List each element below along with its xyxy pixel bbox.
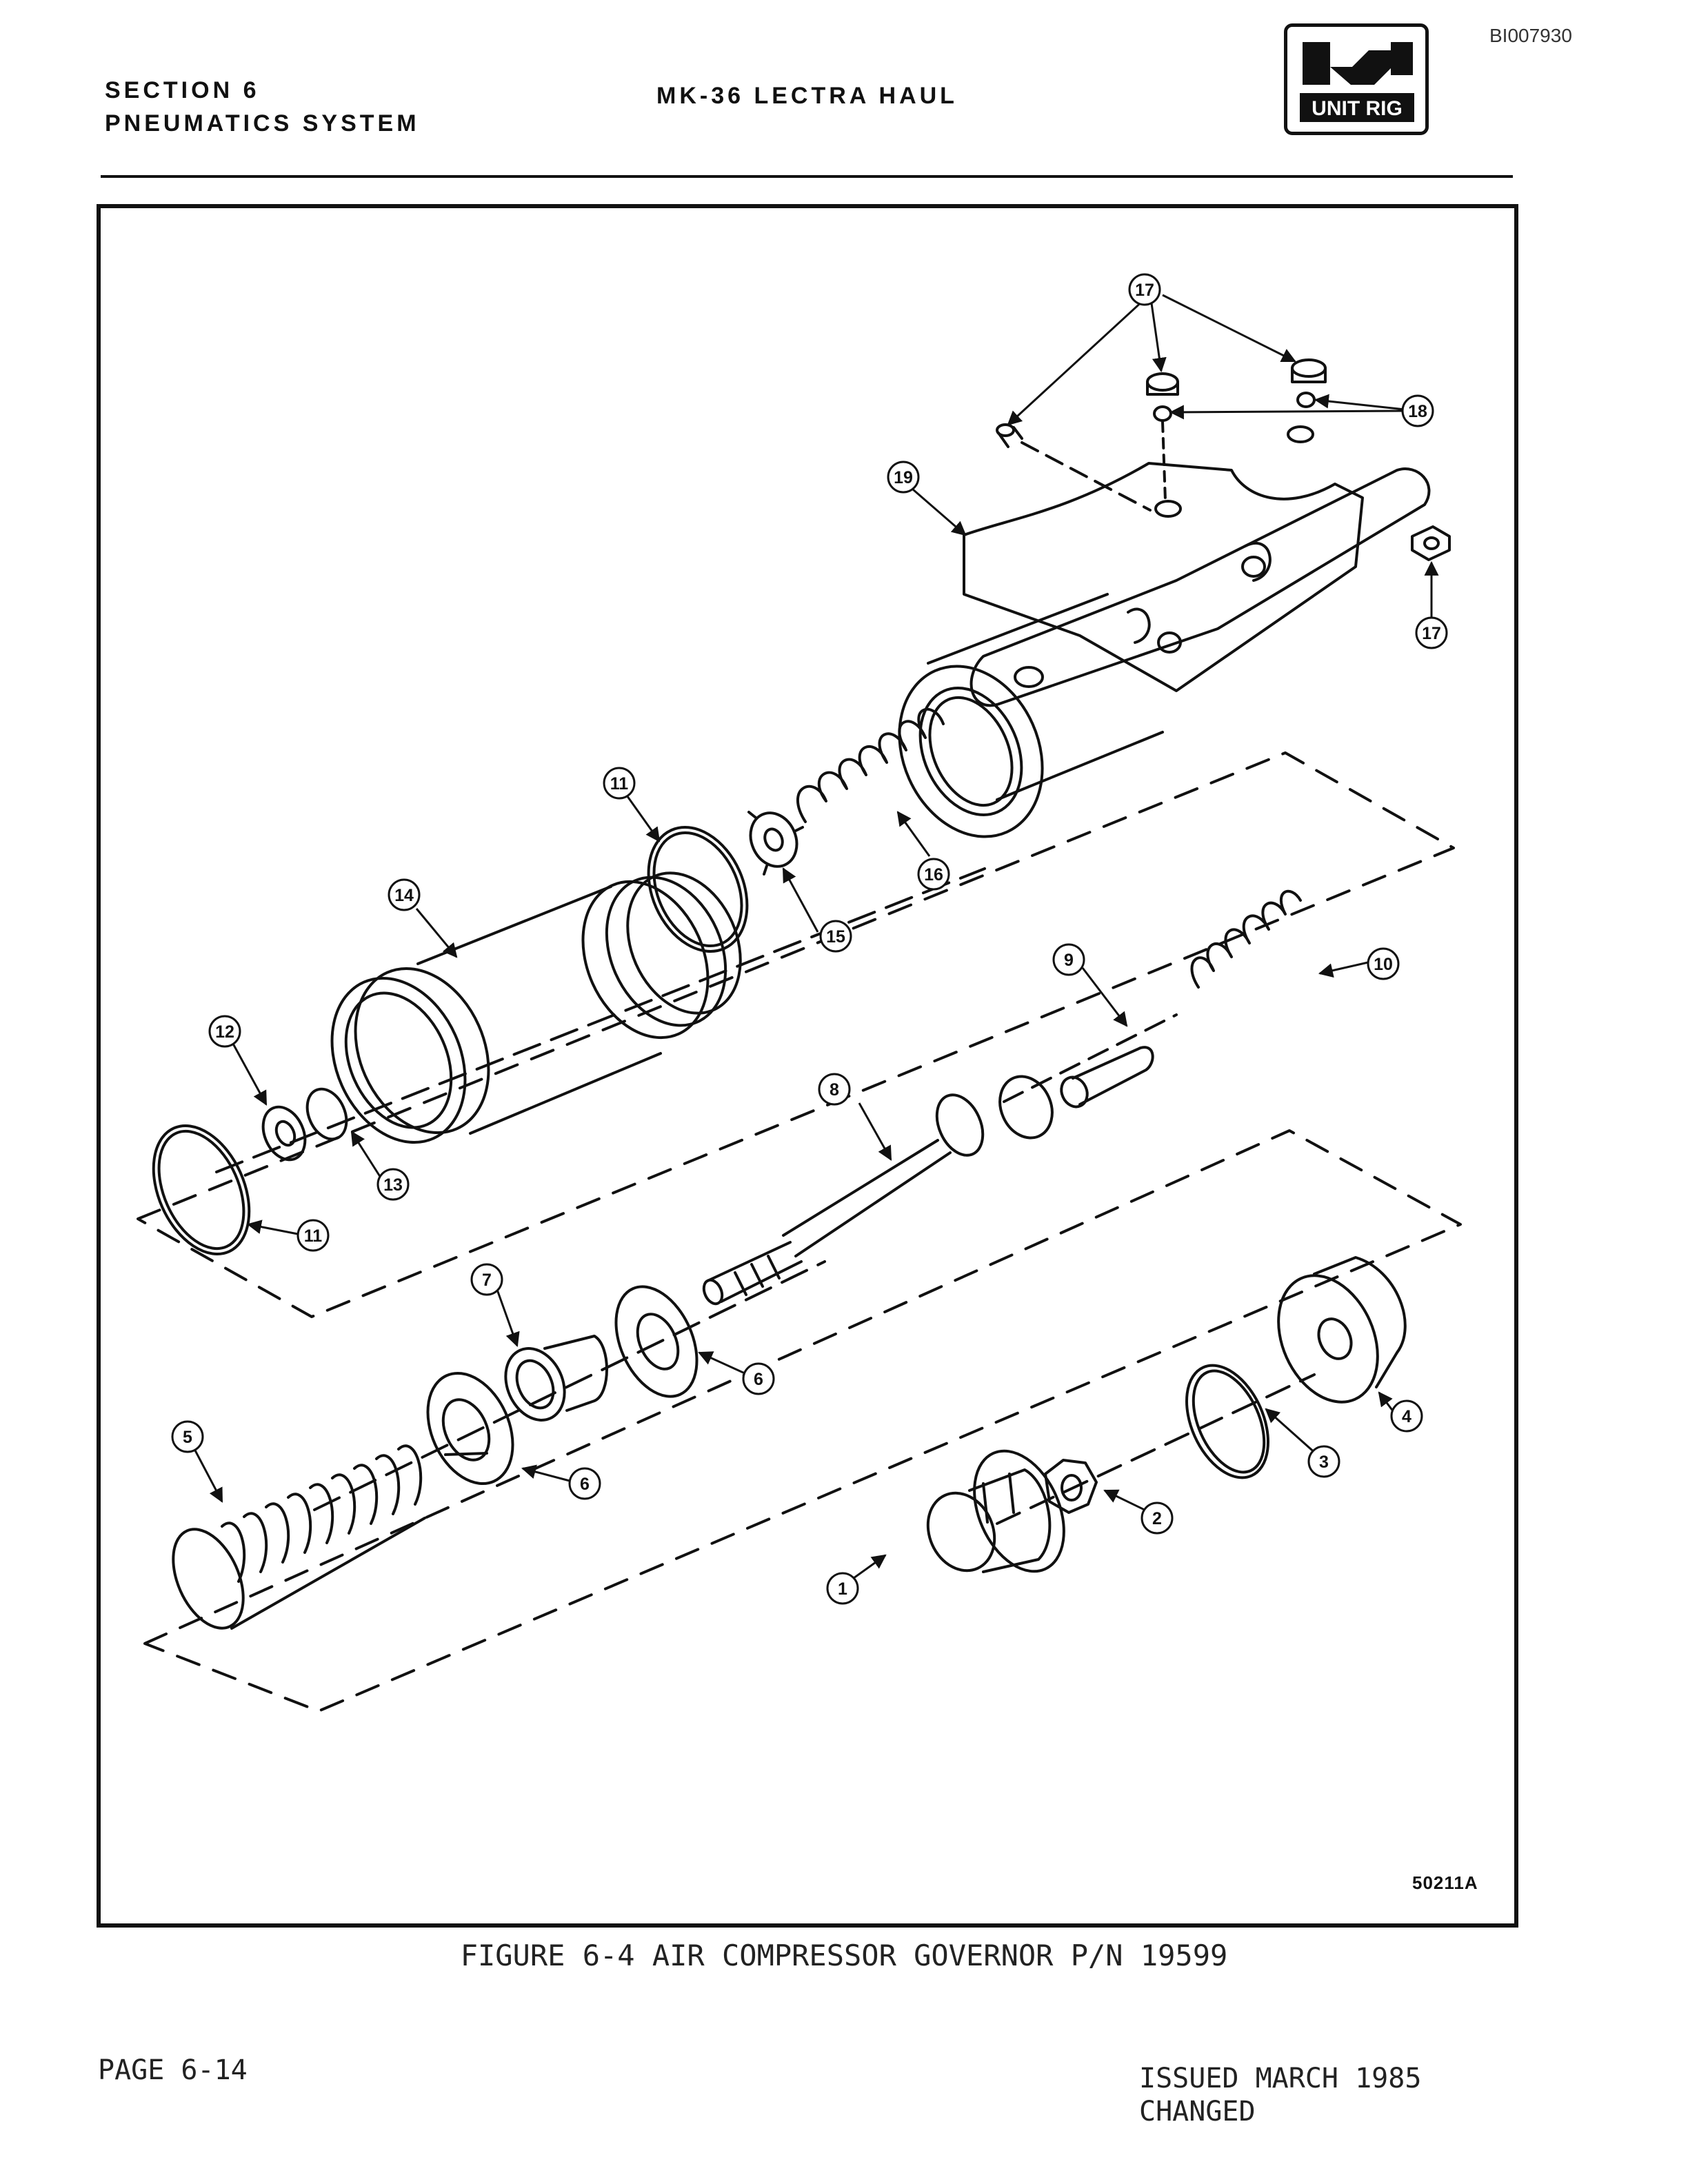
o-ring-lower [152, 1124, 251, 1256]
callout-label: 8 [830, 1080, 839, 1100]
callout-label: 6 [754, 1370, 763, 1389]
callout-6b: 6 [568, 1467, 601, 1500]
callout-7: 7 [470, 1263, 503, 1296]
subsection-title: PNEUMATICS SYSTEM [105, 110, 420, 136]
callout-18: 18 [1401, 394, 1434, 427]
callout-label: 10 [1374, 955, 1393, 974]
callout-12: 12 [208, 1015, 241, 1048]
callout-label: 3 [1319, 1453, 1329, 1472]
spring-small [1190, 889, 1302, 989]
cylinder-sleeve [330, 871, 742, 1144]
adjusting-screw [702, 1093, 985, 1306]
centerline-upper [215, 867, 986, 1173]
lock-nut [1044, 1459, 1098, 1514]
callout-6a: 6 [742, 1362, 775, 1395]
callout-label: 11 [304, 1226, 323, 1246]
washer [261, 1105, 307, 1162]
callout-17b: 17 [1415, 616, 1448, 649]
logo-mark-icon: UNIT RIG [1300, 42, 1414, 122]
callout-label: 14 [394, 886, 414, 905]
callout-label: 4 [1402, 1407, 1411, 1426]
callout-9: 9 [1052, 943, 1085, 976]
diaphragm-disc [305, 1087, 348, 1141]
issued-date: ISSUED MARCH 1985 [1139, 2063, 1422, 2094]
callout-label: 19 [894, 468, 913, 487]
callout-13: 13 [376, 1168, 410, 1201]
callout-16: 16 [917, 858, 950, 891]
callout-label: 12 [215, 1022, 234, 1042]
document-id: BI007930 [1489, 25, 1572, 46]
callout-19: 19 [887, 461, 920, 494]
callout-label: 9 [1064, 951, 1074, 970]
header-rule [101, 175, 1513, 178]
callout-label: 2 [1152, 1509, 1162, 1528]
callout-14: 14 [388, 878, 421, 911]
callout-label: 17 [1422, 624, 1441, 643]
callout-15: 15 [819, 920, 852, 953]
callout-label: 7 [482, 1271, 492, 1290]
callout-label: 1 [838, 1579, 847, 1599]
callout-2: 2 [1141, 1502, 1174, 1535]
figure-caption: FIGURE 6-4 AIR COMPRESSOR GOVERNOR P/N 1… [460, 1939, 1228, 1972]
cap-nut [1277, 1256, 1407, 1404]
callout-label: 17 [1135, 281, 1154, 300]
figure-frame [97, 204, 1518, 1928]
logo-text: UNIT RIG [1312, 97, 1403, 120]
callout-1: 1 [826, 1572, 859, 1605]
group-outline-lower [143, 1129, 1462, 1712]
centerline-stem [1003, 1013, 1178, 1103]
callout-label: 13 [383, 1175, 403, 1195]
centerline-lower [313, 1260, 826, 1511]
callout-11a: 11 [603, 767, 636, 800]
callout-label: 5 [183, 1428, 192, 1447]
governor-body [898, 425, 1431, 838]
bushing [504, 1335, 608, 1422]
callout-label: 6 [580, 1475, 590, 1494]
model-title: MK-36 LECTRA HAUL [656, 83, 958, 109]
spring-seat-upper [614, 1285, 699, 1398]
group-outline-upper [137, 751, 1455, 1318]
unit-rig-logo: UNIT RIG [1284, 23, 1429, 135]
callout-label: 15 [826, 927, 845, 947]
plug-top-right [1291, 358, 1327, 408]
drawing-number: 50211A [1412, 1872, 1478, 1893]
changed-label: CHANGED [1139, 2096, 1256, 2127]
adjusting-cap [926, 1449, 1065, 1573]
snap-ring [1185, 1364, 1269, 1479]
spring-upper [796, 707, 945, 823]
plug-top-middle [1146, 372, 1179, 502]
plug-top-left [996, 423, 1152, 512]
spring-main [172, 1444, 426, 1630]
spring-seat-lower [426, 1371, 514, 1486]
callout-label: 18 [1408, 402, 1427, 421]
plug-side [1411, 525, 1451, 561]
page-number: PAGE 6-14 [98, 2054, 248, 2086]
callout-3: 3 [1307, 1445, 1340, 1478]
leader-lines [193, 294, 1439, 1588]
callout-17a: 17 [1128, 273, 1161, 306]
callouts: 17 18 19 17 11 16 15 14 9 10 12 8 13 11 … [171, 273, 1448, 1605]
callout-label: 11 [610, 774, 629, 793]
exploded-view-diagram: 17 18 19 17 11 16 15 14 9 10 12 8 13 11 … [137, 273, 1462, 1712]
callout-11b: 11 [297, 1219, 330, 1252]
callout-label: 16 [924, 865, 943, 884]
callout-8: 8 [818, 1073, 851, 1106]
callout-5: 5 [171, 1420, 204, 1453]
callout-4: 4 [1390, 1399, 1423, 1433]
retainer-washer [747, 811, 804, 876]
section-title: SECTION 6 [105, 77, 260, 103]
callout-10: 10 [1367, 947, 1400, 980]
valve-stem [998, 1046, 1154, 1140]
